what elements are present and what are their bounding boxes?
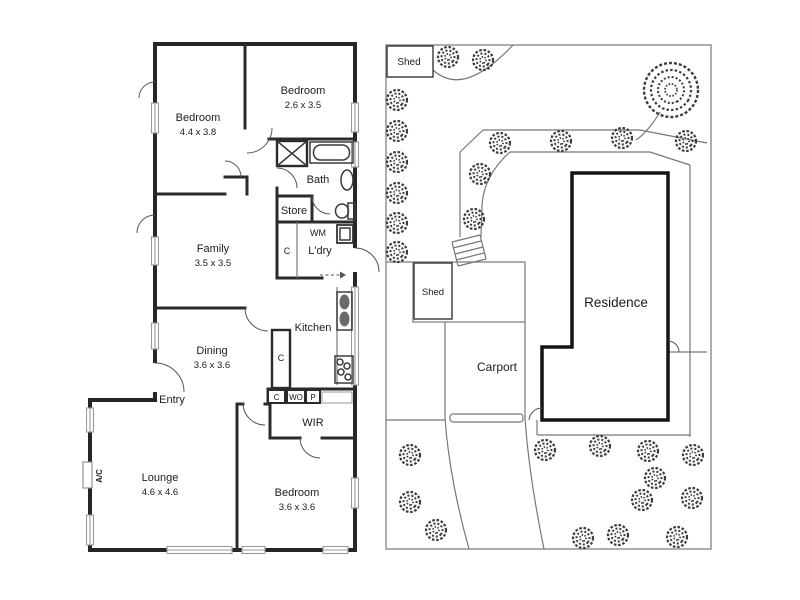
tree-icon [533,438,557,462]
residence-building [528,171,680,422]
room-dims-bedroom-2: 2.6 x 3.5 [285,100,321,111]
room-dims-bedroom-3: 3.6 x 3.6 [279,502,315,513]
tree-icon [385,181,409,205]
basin-icon [340,169,354,191]
shed-top-box [386,45,434,78]
room-dims-bedroom-1: 4.4 x 3.8 [180,127,216,138]
room-label-bedroom-2: Bedroom [281,85,326,97]
tree-icon [385,119,409,143]
floor-plan-labels: Bedroom 4.4 x 3.8 Bedroom 2.6 x 3.5 Bath… [95,85,332,513]
tree-icon [588,434,612,458]
tree-icon [398,490,422,514]
shower-icon [275,139,309,168]
tree-icon [643,466,667,490]
room-label-family: Family [197,243,230,255]
carport-label: Carport [477,360,518,374]
tree-icon [488,131,512,155]
tree-icon [674,129,698,153]
tree-icon [636,439,660,463]
hall-cupboard-label: C [274,393,280,402]
room-label-store: Store [281,205,307,217]
site-boundary [385,44,712,550]
steps [451,234,487,267]
bathtub-icon [309,141,354,164]
tree-icon [385,211,409,235]
floor-plan: Bedroom 4.4 x 3.8 Bedroom 2.6 x 3.5 Bath… [82,42,380,555]
room-label-entry: Entry [159,394,185,406]
room-dims-lounge: 4.6 x 4.6 [142,487,178,498]
door-arcs [136,81,380,459]
room-label-lounge: Lounge [142,472,179,484]
pantry-label: P [310,393,315,402]
tree-icon [468,162,492,186]
cupboard-box [267,389,286,404]
residence-label: Residence [584,295,648,310]
tree-icon [606,523,630,547]
tree-icon [680,486,704,510]
air-conditioner-label: A/C [95,469,104,483]
washing-machine-icon [336,224,354,244]
exterior-walls [88,42,357,552]
kitchen-sink-icon [336,291,353,331]
room-label-dining: Dining [196,345,227,357]
room-label-bedroom-3: Bedroom [275,487,320,499]
tree-icon [436,45,460,69]
tree-icon [681,443,705,467]
room-label-kitchen: Kitchen [295,322,332,334]
room-label-laundry: L'dry [308,245,332,257]
room-label-bath: Bath [307,174,330,186]
site-plan-labels: Shed Shed Residence Carport [397,57,648,374]
tree-icon [630,488,654,512]
tree-icon [549,129,573,153]
tree-icon [610,126,634,150]
tree-icon [665,525,689,549]
windows [85,102,360,555]
site-plan: Shed Shed Residence Carport [385,44,712,550]
tree-icon [471,48,495,72]
tree-icon [571,526,595,550]
tree-icon [398,443,422,467]
laundry-cupboard-label: C [284,246,291,256]
toilet-icon [334,202,356,220]
wall-oven-label: WO [289,393,303,402]
shed-middle-label: Shed [422,287,444,298]
carport-structure [412,261,526,323]
room-dims-dining: 3.6 x 3.6 [194,360,230,371]
tree-icon [424,518,448,542]
large-tree-icon [642,61,700,119]
shed-middle-box [413,262,453,320]
pantry-box [305,389,321,404]
washing-machine-label: WM [310,228,326,238]
shed-top-label: Shed [397,57,420,68]
cooktop-icon [334,355,354,384]
room-label-bedroom-1: Bedroom [176,112,221,124]
tree-icon [385,240,409,264]
tree-icon [385,88,409,112]
air-conditioner-icon [82,461,93,489]
room-dims-family: 3.5 x 3.5 [195,258,231,269]
kitchen-cupboard-label: C [278,353,285,363]
tree-icon [385,150,409,174]
wir-shelf [321,391,353,404]
room-label-wir: WIR [302,417,323,429]
fixtures [82,139,356,489]
